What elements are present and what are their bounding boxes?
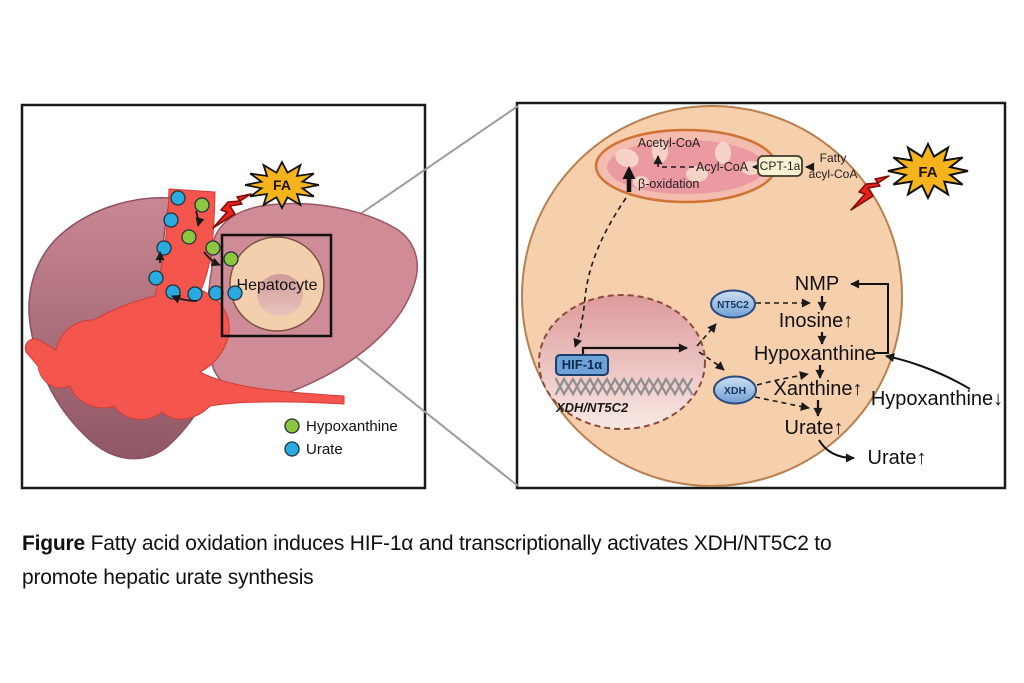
cpt1a-box — [757, 155, 803, 177]
mitochondrion-cristae — [615, 139, 761, 188]
betaox-to-hif-arrow — [573, 197, 627, 348]
beta-oxidation-label: β-oxidation — [638, 177, 699, 191]
xdh-catalysis-arrow-1 — [756, 371, 809, 386]
fatty-acyl-coa-label-line2: acyl-CoA — [809, 167, 858, 181]
legend-urate-label: Urate — [306, 441, 343, 458]
dna-helix-icon — [554, 376, 694, 397]
urate-dot — [163, 212, 179, 228]
acyl-coa-label: Acyl-CoA — [696, 160, 749, 174]
portal-vessel — [24, 188, 345, 420]
hif1a-label: HIF-1α — [562, 357, 603, 372]
hypoxanthine-dot — [223, 251, 239, 267]
urate-dot — [227, 285, 243, 301]
urate-dot — [170, 190, 186, 206]
pathway-node-nmp: NMP — [795, 273, 839, 295]
induce-xdh-arrow — [698, 351, 725, 371]
urate-dot — [187, 286, 203, 302]
catalysis-arrows — [754, 298, 811, 411]
flow-arrows — [155, 210, 221, 304]
legend-hypoxanthine-label: Hypoxanthine — [306, 418, 398, 435]
figure-caption: Figure Fatty acid oxidation induces HIF-… — [22, 527, 882, 595]
pathway-node-inosine: Inosine↑ — [779, 310, 854, 332]
cpt1a-label: CPT-1a — [760, 159, 801, 173]
hypoxanthine-dot — [205, 240, 221, 256]
legend-urate-swatch — [284, 441, 300, 457]
transcription-arrow — [581, 343, 688, 355]
enzyme-xdh: XDH — [713, 375, 757, 405]
legend-hypoxanthine-swatch — [284, 418, 300, 434]
pathway-node-hypoxanthine: Hypoxanthine — [754, 343, 876, 365]
zoom-connector-line-top — [330, 105, 519, 235]
hypoxanthine-dot — [194, 197, 210, 213]
nucleus: HIF-1α XDH/NT5C2 — [538, 197, 706, 430]
extracellular-urate-label: Urate↑ — [868, 447, 927, 469]
nt5c2-oval — [710, 289, 756, 319]
extracellular-exchange: Hypoxanthine↓ Urate↑ — [818, 353, 1003, 469]
zoom-connector-line-bottom — [330, 336, 519, 487]
beta-oxidation-up-arrowhead — [622, 166, 636, 179]
xdh-catalysis-arrow-2 — [754, 396, 810, 411]
enzyme-nt5c2: NT5C2 — [710, 289, 756, 319]
acyl-to-acetyl-arrow — [653, 155, 694, 168]
hepatocyte-callout: Hepatocyte — [229, 236, 325, 332]
acetyl-coa-label: Acetyl-CoA — [638, 136, 701, 150]
induce-nt5c2-arrow — [696, 323, 717, 347]
hypoxanthine-uptake-arrow — [885, 353, 971, 390]
purine-pathway: NMP Inosine↑ Hypoxanthine Xanthine↑ Urat… — [754, 273, 889, 439]
zoom-region-box — [220, 233, 333, 338]
nt5c2-label: NT5C2 — [717, 300, 749, 311]
mitochondrion: Acetyl-CoA Acyl-CoA β-oxidation — [594, 128, 778, 204]
hepatocyte-label: Hepatocyte — [237, 277, 318, 294]
hypoxanthine-dot — [181, 229, 197, 245]
figure-caption-label: Figure — [22, 532, 85, 555]
hepatocyte-nucleus — [257, 274, 303, 316]
pathway-node-urate: Urate↑ — [785, 417, 844, 439]
fatty-acyl-coa-label-line1: Fatty — [820, 151, 847, 165]
figure-caption-text: Fatty acid oxidation induces HIF-1α and … — [22, 532, 832, 590]
fa-badge-label: FA — [273, 177, 291, 193]
target-gene-label: XDH/NT5C2 — [555, 400, 629, 415]
urate-secretion-arrow — [818, 439, 855, 463]
salvage-feedback-arrow — [850, 279, 889, 354]
xdh-oval — [713, 375, 757, 405]
hif1a-box — [555, 354, 609, 376]
urate-dot — [148, 270, 164, 286]
extracellular-hypoxanthine-label: Hypoxanthine↓ — [871, 388, 1003, 410]
pathway-node-xanthine: Xanthine↑ — [774, 378, 863, 400]
legend: Hypoxanthine Urate — [284, 418, 398, 458]
xdh-label: XDH — [724, 385, 746, 397]
metabolite-dots — [148, 190, 243, 302]
cpt1a-import: CPT-1a Fatty acyl-CoA — [752, 151, 858, 181]
fa-badge-label: FA — [918, 164, 937, 181]
pathway-step-arrows — [813, 296, 827, 417]
